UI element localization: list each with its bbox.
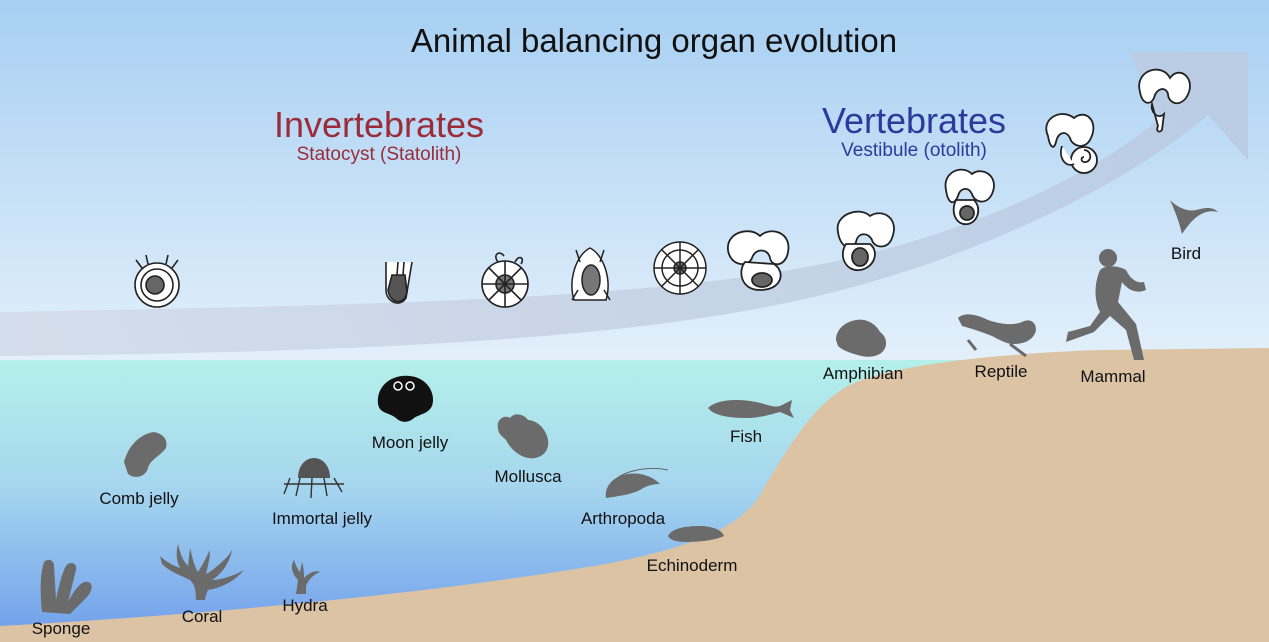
animal-label-comb-jelly: Comb jelly bbox=[99, 489, 179, 508]
coral-silhouette bbox=[160, 544, 244, 600]
sponge-silhouette bbox=[40, 559, 92, 614]
arthropoda-silhouette bbox=[605, 468, 669, 498]
evolution-arrow bbox=[0, 52, 1248, 356]
vertebrates-heading: Vertebrates bbox=[821, 100, 1007, 141]
animal-label-amphibian: Amphibian bbox=[822, 364, 904, 383]
statocyst-comb-jelly-icon bbox=[134, 254, 180, 308]
statocyst-immortal-jelly-icon bbox=[385, 261, 413, 304]
statocyst-mollusca-icon bbox=[571, 247, 611, 301]
mammal-silhouette bbox=[1066, 249, 1146, 360]
land-ground bbox=[0, 348, 1269, 642]
hydra-silhouette bbox=[291, 560, 320, 594]
vestibule-bird-icon bbox=[1138, 68, 1191, 133]
fish-silhouette bbox=[708, 400, 794, 418]
page-title: Animal balancing organ evolution bbox=[410, 22, 898, 59]
animal-label-reptile: Reptile bbox=[974, 362, 1028, 381]
invertebrates-heading: Invertebrates bbox=[273, 104, 485, 145]
mollusca-silhouette bbox=[497, 414, 549, 459]
immortal-jelly-silhouette bbox=[283, 458, 344, 499]
vestibule-reptile-icon bbox=[944, 168, 995, 225]
vertebrates-heading-group: Vertebrates Vestibule (otolith) bbox=[822, 102, 1006, 162]
animal-label-sponge: Sponge bbox=[31, 619, 91, 638]
vertebrates-organ-label: Vestibule (otolith) bbox=[841, 140, 987, 161]
moon-jelly-silhouette bbox=[377, 375, 434, 422]
animal-label-moon-jelly: Moon jelly bbox=[371, 433, 449, 452]
amphibian-silhouette bbox=[836, 319, 887, 357]
statocyst-arthropoda-icon bbox=[653, 241, 707, 295]
animal-label-echinoderm: Echinoderm bbox=[646, 556, 738, 575]
bird-silhouette bbox=[1170, 200, 1218, 234]
animal-label-arthropoda: Arthropoda bbox=[580, 509, 666, 528]
invertebrates-heading-group: Invertebrates Statocyst (Statolith) bbox=[274, 106, 484, 166]
invertebrates-organ-label: Statocyst (Statolith) bbox=[296, 144, 462, 165]
statocyst-moon-jelly-icon bbox=[481, 252, 529, 308]
reptile-silhouette bbox=[958, 314, 1036, 358]
vestibule-mammal-icon bbox=[1045, 113, 1098, 174]
animal-label-mammal: Mammal bbox=[1080, 367, 1146, 386]
vestibule-amphibian-icon bbox=[836, 210, 895, 271]
animal-label-mollusca: Mollusca bbox=[494, 467, 562, 486]
animal-label-bird: Bird bbox=[1170, 244, 1202, 263]
vestibule-fish-icon bbox=[727, 230, 790, 291]
animal-label-coral: Coral bbox=[181, 607, 223, 626]
echinoderm-silhouette bbox=[668, 526, 724, 542]
animal-label-fish: Fish bbox=[729, 427, 763, 446]
animal-label-hydra: Hydra bbox=[282, 596, 328, 615]
animal-label-immortal-jelly: Immortal jelly bbox=[271, 509, 373, 528]
comb-jelly-silhouette bbox=[124, 432, 167, 477]
